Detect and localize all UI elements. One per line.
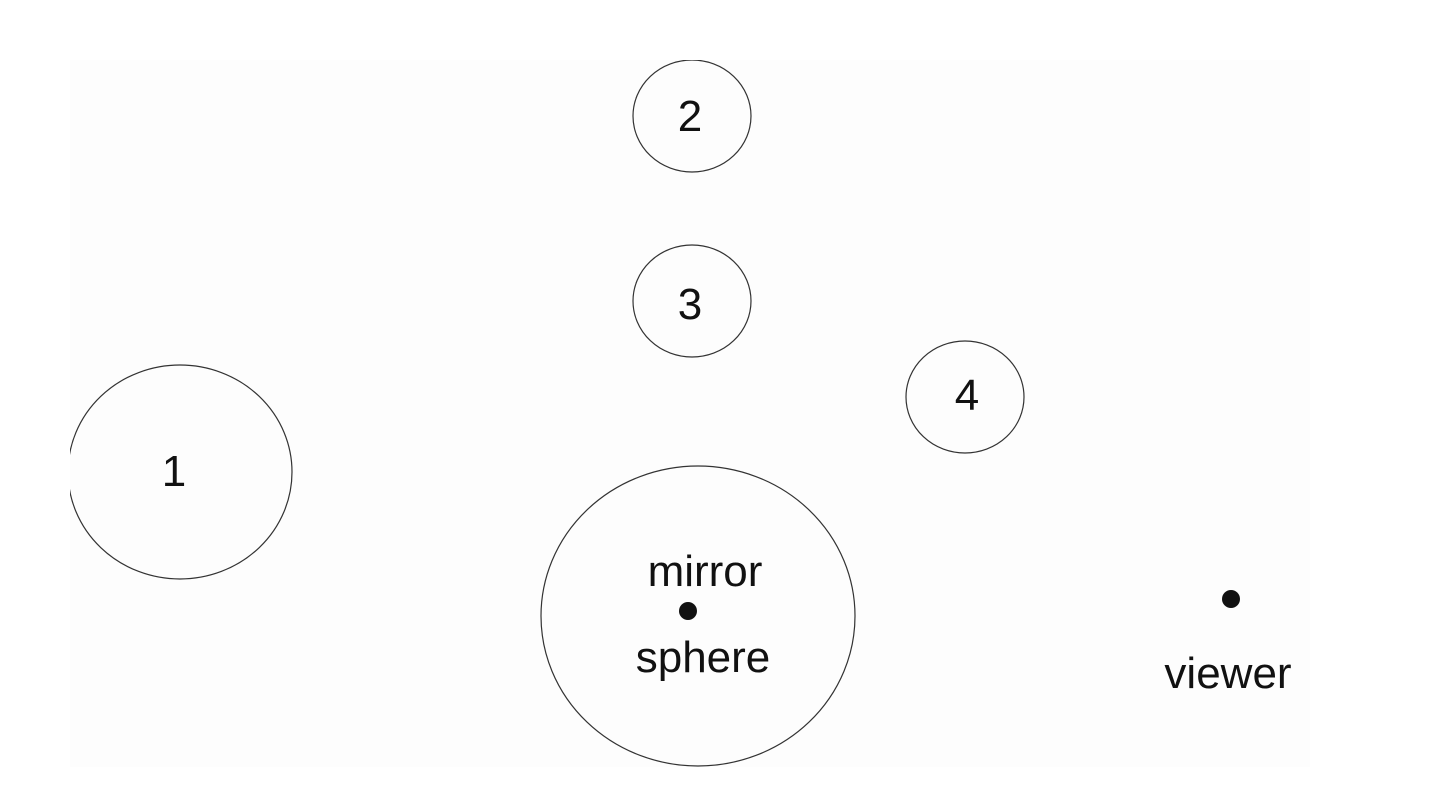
mirror-sphere: mirror sphere (540, 465, 856, 767)
sphere-1: 1 (70, 364, 293, 580)
sphere-2-outline (632, 60, 752, 173)
sphere-1-outline (70, 364, 293, 580)
viewer-dot (1222, 590, 1240, 608)
sphere-4: 4 (905, 340, 1025, 454)
mirror-sphere-center-dot (679, 602, 697, 620)
sphere-3: 3 (632, 244, 752, 358)
mirror-sphere-label-bottom: sphere (636, 633, 771, 682)
sphere-4-label: 4 (955, 371, 979, 420)
sphere-2-label: 2 (678, 92, 702, 141)
mirror-sphere-label-top: mirror (648, 547, 763, 596)
diagram-background (70, 60, 1310, 767)
sphere-2: 2 (632, 60, 752, 173)
sphere-3-outline (632, 244, 752, 358)
sphere-3-label: 3 (678, 280, 702, 329)
mirror-sphere-outline (540, 465, 856, 767)
sphere-4-outline (905, 340, 1025, 454)
viewer: viewer (1164, 590, 1292, 698)
sphere-1-label: 1 (162, 447, 186, 496)
viewer-label: viewer (1164, 649, 1291, 698)
